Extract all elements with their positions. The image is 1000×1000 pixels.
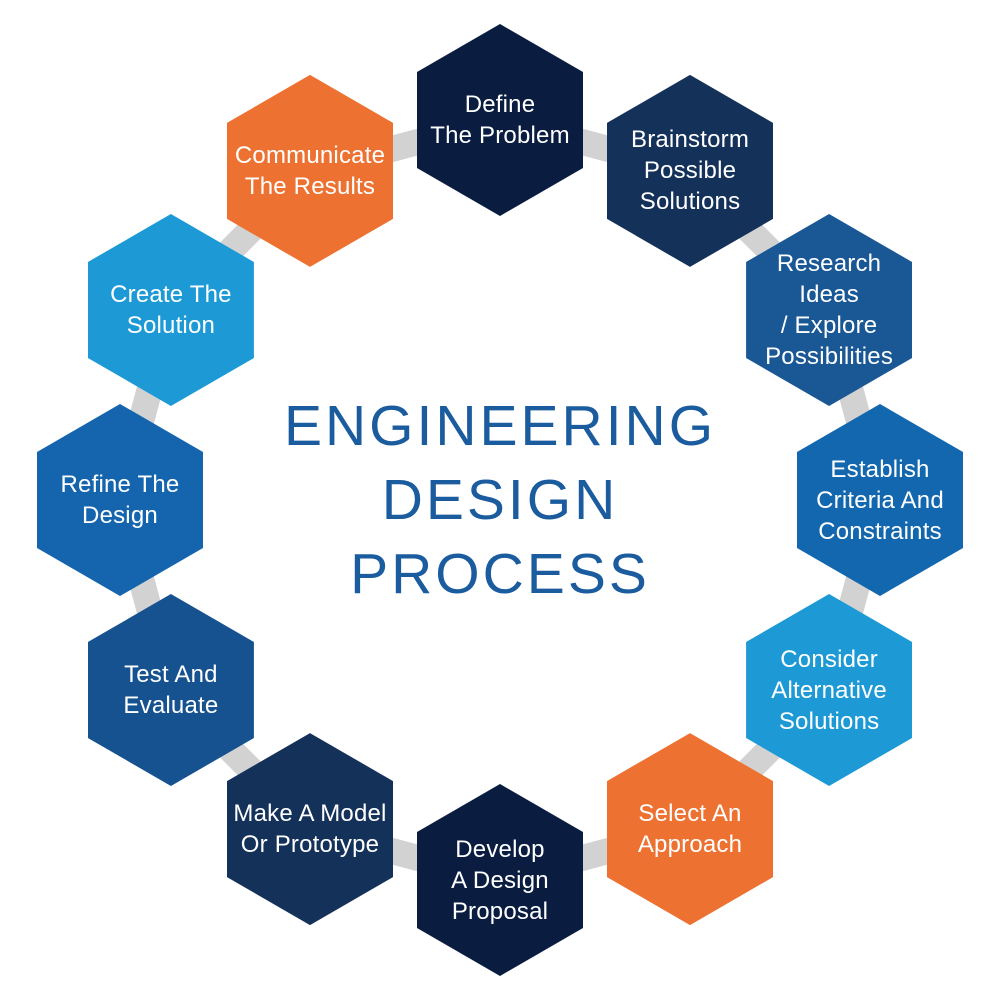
process-step-label-line: Constraints: [818, 517, 942, 545]
process-step-label: Make A Model Or Prototype: [227, 798, 393, 860]
process-step-label-line: Possibilities: [765, 343, 894, 370]
process-step-label-line: / Explore: [780, 312, 878, 339]
process-step-label-line: Solutions: [778, 707, 880, 735]
process-step-label-line: Or Prototype: [240, 831, 380, 859]
process-step-label-line: Criteria And: [816, 486, 944, 514]
process-step-label-line: Establish: [830, 455, 930, 483]
process-step-label-line: The Problem: [430, 122, 570, 149]
process-step-label-line: Refine The: [60, 471, 180, 498]
process-step-label: Select An Approach: [607, 798, 773, 860]
diagram-title-line: DESIGN: [381, 468, 619, 532]
process-step-label-line: Design: [82, 502, 158, 529]
process-step-label-line: Evaluate: [123, 692, 219, 719]
process-step-label-line: Solution: [126, 312, 216, 339]
process-step-label-line: Define: [464, 91, 536, 118]
process-step-label-line: A Design: [451, 866, 549, 894]
process-step-label-line: Brainstorm: [630, 126, 750, 154]
process-step-label-line: Create The: [110, 281, 232, 308]
diagram-title: ENGINEERING DESIGN PROCESS: [284, 389, 716, 611]
process-step-hexagon: Select An Approach: [607, 733, 773, 926]
process-step-label-line: Solutions: [639, 188, 741, 216]
process-step-label-line: The Results: [244, 172, 376, 200]
process-step-label-line: Test And: [124, 661, 218, 688]
process-step-label-line: Select An: [638, 800, 742, 828]
process-step-label-line: Alternative: [771, 676, 887, 704]
process-step-label-line: Consider: [780, 645, 878, 673]
diagram-title-line: PROCESS: [350, 542, 650, 606]
diagram-title-line: ENGINEERING: [283, 394, 717, 458]
process-step-label-line: Make A Model: [233, 800, 387, 828]
process-step-label-line: Approach: [637, 831, 743, 859]
process-step-label-line: Possible: [643, 157, 737, 185]
process-step-label-line: Proposal: [451, 897, 549, 925]
process-step-label-line: Develop: [455, 835, 545, 863]
process-step-label-line: Research Ideas: [776, 250, 882, 308]
process-step-label-line: Communicate: [234, 141, 386, 169]
